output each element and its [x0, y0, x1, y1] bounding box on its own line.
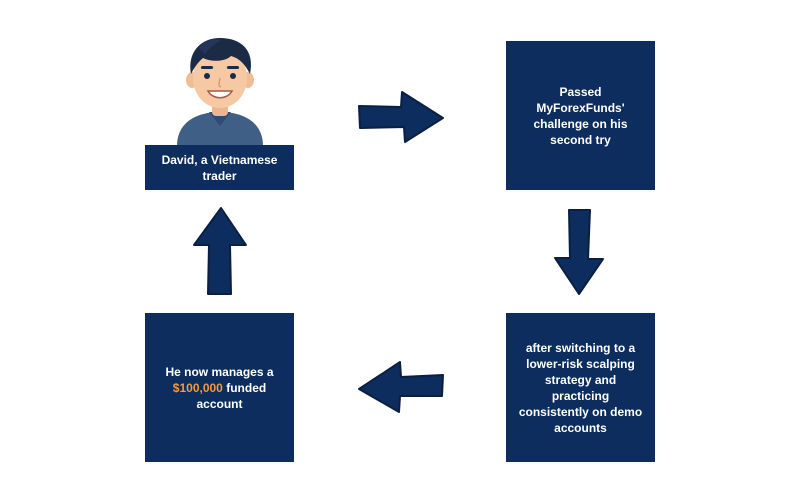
person-avatar-icon	[177, 38, 263, 146]
step-now-suffix: funded account	[196, 380, 267, 411]
step-strategy-box: after switching to a lower-risk scalping…	[506, 313, 655, 462]
step-now-box: He now manages a $100,000 funded account	[145, 313, 294, 462]
funded-amount: $100,000	[172, 380, 223, 395]
step-now-prefix: He now manages a	[165, 364, 274, 379]
person-label-box: David, a Vietnamese trader	[145, 145, 294, 190]
step-now-text: He now manages a $100,000 funded account	[155, 364, 284, 412]
step-passed-box: Passed MyForexFunds' challenge on his se…	[506, 41, 655, 190]
step-strategy-text: after switching to a lower-risk scalping…	[518, 340, 643, 435]
arrow-left-icon	[358, 361, 444, 413]
person-label: David, a Vietnamese trader	[161, 152, 278, 183]
arrow-down-icon	[554, 209, 604, 295]
step-passed-text: Passed MyForexFunds' challenge on his se…	[533, 84, 628, 147]
arrow-right-icon	[358, 91, 444, 143]
arrow-up-icon	[193, 207, 247, 295]
